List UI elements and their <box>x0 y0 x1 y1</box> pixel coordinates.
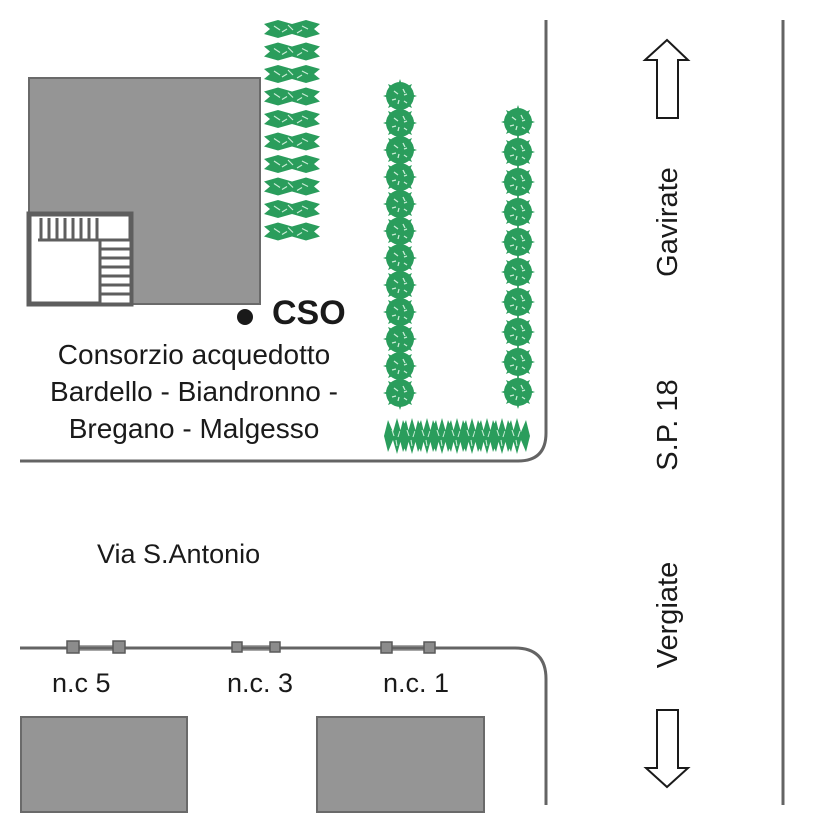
hedge-segment <box>263 64 321 84</box>
facility-description-line: Consorzio acquedotto <box>57 339 331 370</box>
road-lines <box>20 20 785 805</box>
hedge-segment <box>263 154 321 174</box>
house-number-label: n.c 5 <box>52 668 111 698</box>
gate-nc1 <box>380 641 436 654</box>
building-nc1 <box>316 716 485 813</box>
hedge-segment <box>263 109 321 129</box>
shrub-icon <box>500 284 536 320</box>
gate-nc3 <box>231 641 281 653</box>
hedge-segment <box>263 131 321 152</box>
facility-marker-icon <box>237 309 253 325</box>
hedge-segment <box>263 221 321 242</box>
hedge-segment <box>263 199 321 219</box>
shrub-row-right <box>500 104 536 410</box>
facility-description-line: Bregano - Malgesso <box>68 413 320 444</box>
shrub-icon <box>500 314 536 350</box>
house-number-label: n.c. 3 <box>227 668 294 698</box>
via-santonio-south-edge <box>20 646 548 805</box>
shrub-row-left <box>382 78 418 411</box>
shrub-icon <box>500 344 536 380</box>
main-building <box>26 77 261 307</box>
arrow-up-icon <box>642 38 691 119</box>
hedge-icon <box>263 19 321 242</box>
facility-description-line: Bardello - Biandronno - <box>50 376 338 407</box>
street-label-sp18: S.P. 18 <box>652 379 684 471</box>
hedge-segment <box>263 19 321 39</box>
building-nc5 <box>20 716 188 813</box>
house-number-label: n.c. 1 <box>383 668 450 698</box>
hedge-segment <box>263 176 321 197</box>
street-label-via-santonio: Via S.Antonio <box>97 539 261 569</box>
gate-posts-icon <box>66 640 436 654</box>
direction-label-north: Gavirate <box>652 167 684 277</box>
bush-icon <box>503 417 531 455</box>
facility-code: CSO <box>272 294 346 332</box>
shrub-icon <box>500 224 536 260</box>
shrub-icon <box>500 254 536 290</box>
shrub-icon <box>500 164 536 200</box>
shrub-icon <box>500 194 536 230</box>
property-boundary <box>20 20 548 463</box>
stairs-icon <box>26 211 134 307</box>
shrub-icon <box>382 375 418 411</box>
facility-description: Consorzio acquedotto Bardello - Biandron… <box>14 336 374 447</box>
shrub-row-bottom <box>383 417 531 455</box>
direction-label-south: Vergiate <box>652 561 684 669</box>
shrub-icon <box>500 374 536 410</box>
gate-nc5 <box>66 640 126 654</box>
hedge-segment <box>263 41 321 62</box>
shrub-icon <box>500 134 536 170</box>
hedge-segment <box>263 86 321 107</box>
arrow-down-icon <box>643 709 691 789</box>
shrub-icon <box>500 104 536 140</box>
